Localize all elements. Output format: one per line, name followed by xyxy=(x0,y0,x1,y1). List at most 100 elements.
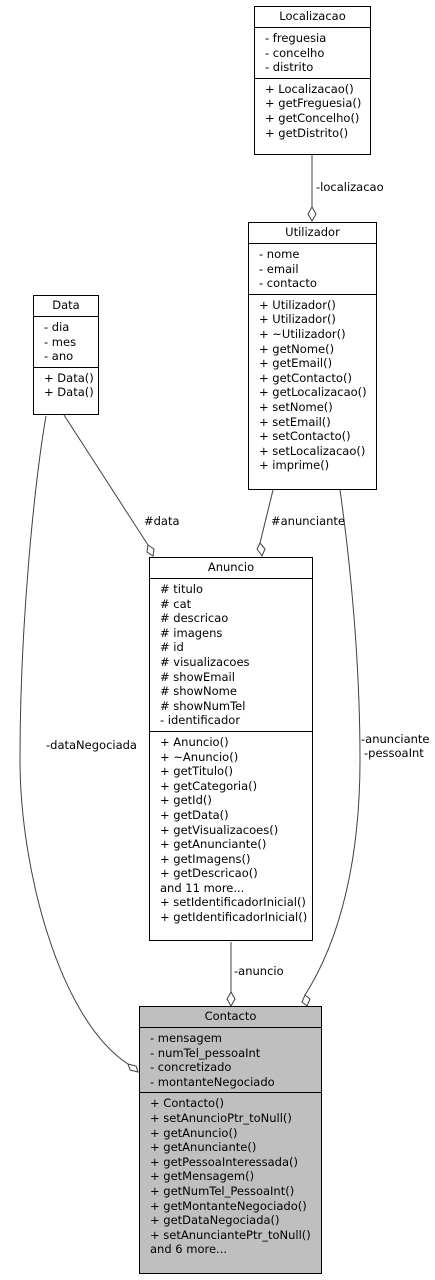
methods-compartment: + Utilizador() + Utilizador() + ~Utiliza… xyxy=(249,295,376,476)
attribute: # showNumTel xyxy=(160,698,246,713)
method: + getNumTel_PessoaInt() xyxy=(150,1183,295,1198)
method: + getNome() xyxy=(259,341,335,356)
method: + Contacto() xyxy=(150,1096,225,1111)
class-utilizador: Utilizador - nome - email - contacto + U… xyxy=(248,222,377,490)
class-localizacao: Localizacao - freguesia - concelho - dis… xyxy=(254,6,371,155)
method: and 6 more... xyxy=(150,1242,228,1257)
method: + ~Utilizador() xyxy=(259,326,346,341)
method: + setLocalizacao() xyxy=(259,443,366,458)
method: + setNome() xyxy=(259,399,333,414)
diamond-datanegociada-contacto xyxy=(127,1063,139,1073)
method: + getAnunciante() xyxy=(150,1140,257,1155)
method: + setEmail() xyxy=(259,414,331,429)
method: + setAnunciantePtr_toNull() xyxy=(150,1227,311,1242)
attribute: - identificador xyxy=(160,713,241,728)
attribute: - mensagem xyxy=(150,1031,222,1045)
attribute: # id xyxy=(160,640,184,655)
class-title: Utilizador xyxy=(249,223,376,244)
attribute: # visualizacoes xyxy=(160,654,250,669)
method: + getVisualizacoes() xyxy=(160,822,279,837)
class-title: Contacto xyxy=(140,1007,321,1028)
class-title: Data xyxy=(34,296,98,317)
methods-compartment: + Anuncio() + ~Anuncio() + getTitulo() +… xyxy=(150,732,312,928)
class-title: Localizacao xyxy=(255,7,370,28)
method: + getFreguesia() xyxy=(265,96,362,111)
attributes-compartment: - nome - email - contacto xyxy=(249,244,376,295)
attribute: - ano xyxy=(44,349,74,364)
method: + imprime() xyxy=(259,458,330,473)
edge-anuncio-utilizador xyxy=(259,489,274,544)
class-contacto: Contacto - mensagem - numTel_pessoaInt -… xyxy=(139,1006,322,1274)
attribute: - freguesia xyxy=(265,31,327,45)
attribute: # descricao xyxy=(160,611,229,626)
method: + getCategoria() xyxy=(160,778,258,793)
method: + getImagens() xyxy=(160,851,251,866)
attribute: # cat xyxy=(160,596,192,611)
edge-contacto-data xyxy=(19,415,129,1065)
attribute: - contacto xyxy=(259,276,317,291)
attributes-compartment: # titulo # cat # descricao # imagens # i… xyxy=(150,579,312,732)
class-title: Anuncio xyxy=(150,558,312,579)
diamond-localizacao xyxy=(307,205,317,223)
edge-anuncio-data xyxy=(63,414,149,546)
methods-compartment: + Localizacao() + getFreguesia() + getCo… xyxy=(255,79,370,143)
attributes-compartment: - dia - mes - ano xyxy=(34,317,98,368)
method: + Anuncio() xyxy=(160,734,229,749)
attribute: - distrito xyxy=(265,60,314,75)
method: + getLocalizacao() xyxy=(259,385,367,400)
method: + getData() xyxy=(160,807,229,822)
relation-label-anuncio: -anuncio xyxy=(234,964,284,978)
attribute: - nome xyxy=(259,247,300,261)
method: + getDistrito() xyxy=(265,125,349,140)
relation-label-pessoaint: -pessoaInt xyxy=(364,746,424,760)
attribute: - dia xyxy=(44,320,70,334)
attribute: - mes xyxy=(44,334,77,349)
attribute: - concelho xyxy=(265,45,325,60)
class-data: Data - dia - mes - ano + Data() + Data() xyxy=(33,295,99,415)
method: + getAnuncio() xyxy=(150,1125,238,1140)
method: + getAnunciante() xyxy=(160,837,267,852)
attribute: - concretizado xyxy=(150,1060,232,1075)
relation-label-data-negociada: -dataNegociada xyxy=(46,738,137,752)
methods-compartment: + Data() + Data() xyxy=(34,368,98,403)
attribute: # imagens xyxy=(160,625,223,640)
attribute: - email xyxy=(259,261,299,276)
method: + setContacto() xyxy=(259,429,351,444)
attribute: - montanteNegociado xyxy=(150,1074,275,1089)
methods-compartment: + Contacto() + setAnuncioPtr_toNull() + … xyxy=(140,1093,321,1260)
method: + getContacto() xyxy=(259,370,352,385)
attributes-compartment: - mensagem - numTel_pessoaInt - concreti… xyxy=(140,1028,321,1094)
method: + getPessoaInteressada() xyxy=(150,1154,299,1169)
attributes-compartment: - freguesia - concelho - distrito xyxy=(255,28,370,79)
method: + getDescricao() xyxy=(160,866,258,881)
method: + getMontanteNegociado() xyxy=(150,1198,307,1213)
diamond-anunciante-anuncio xyxy=(256,542,266,558)
method: + Utilizador() xyxy=(259,312,336,327)
method: + Utilizador() xyxy=(259,297,336,312)
class-anuncio: Anuncio # titulo # cat # descricao # ima… xyxy=(149,557,313,941)
attribute: # showEmail xyxy=(160,669,235,684)
method: + Data() xyxy=(44,370,94,385)
method: + getTitulo() xyxy=(160,764,234,779)
relation-label-anunciante: #anunciante xyxy=(271,514,345,528)
diamond-data-anuncio xyxy=(146,544,155,557)
attribute: # showNome xyxy=(160,684,237,699)
diamond-anunciante-contacto xyxy=(301,994,311,1007)
relation-label-localizacao: -localizacao xyxy=(316,180,384,194)
method: + getConcelho() xyxy=(265,110,360,125)
method: + getId() xyxy=(160,793,212,808)
method: + getMensagem() xyxy=(150,1169,255,1184)
method: + ~Anuncio() xyxy=(160,749,239,764)
method: + getIdentificadorInicial() xyxy=(160,910,308,925)
method: + getEmail() xyxy=(259,356,333,371)
attribute: - numTel_pessoaInt xyxy=(150,1045,261,1060)
diamond-anuncio-contacto xyxy=(226,990,236,1008)
method: and 11 more... xyxy=(160,880,245,895)
method: + Localizacao() xyxy=(265,81,354,96)
method: + Data() xyxy=(44,385,94,400)
relation-label-data: #data xyxy=(144,514,180,528)
edge-contacto-utilizador xyxy=(304,489,361,996)
relation-label-anunciante-contacto: -anunciante xyxy=(361,732,430,746)
method: + setAnuncioPtr_toNull() xyxy=(150,1110,292,1125)
